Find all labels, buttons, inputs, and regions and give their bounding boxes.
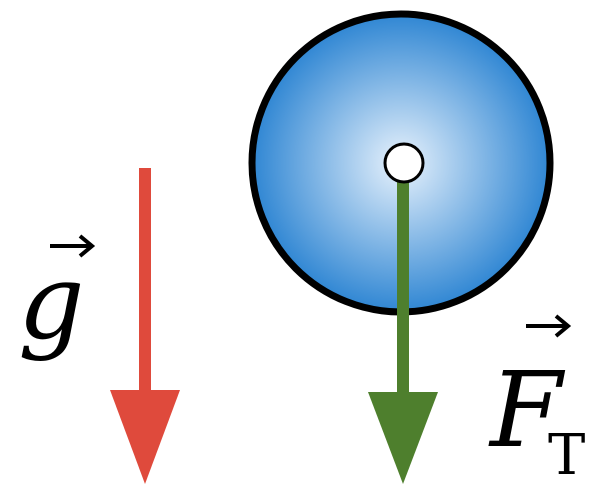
tension-vector-arrow-icon [526,314,572,338]
gravity-arrow [110,168,180,484]
tension-symbol: F [488,349,566,471]
tension-label: F T [488,314,585,487]
tension-arrow [368,170,438,484]
pivot-point [383,142,425,184]
gravity-symbol: g [18,241,85,363]
tension-arrow-head [368,392,438,484]
tension-subscript: T [548,423,585,487]
gravity-arrow-head [110,390,180,484]
gravity-vector-arrow-icon [50,234,96,258]
gravity-arrow-shaft [139,168,151,392]
tension-arrow-shaft [397,170,409,396]
gravity-label: g [18,234,96,363]
